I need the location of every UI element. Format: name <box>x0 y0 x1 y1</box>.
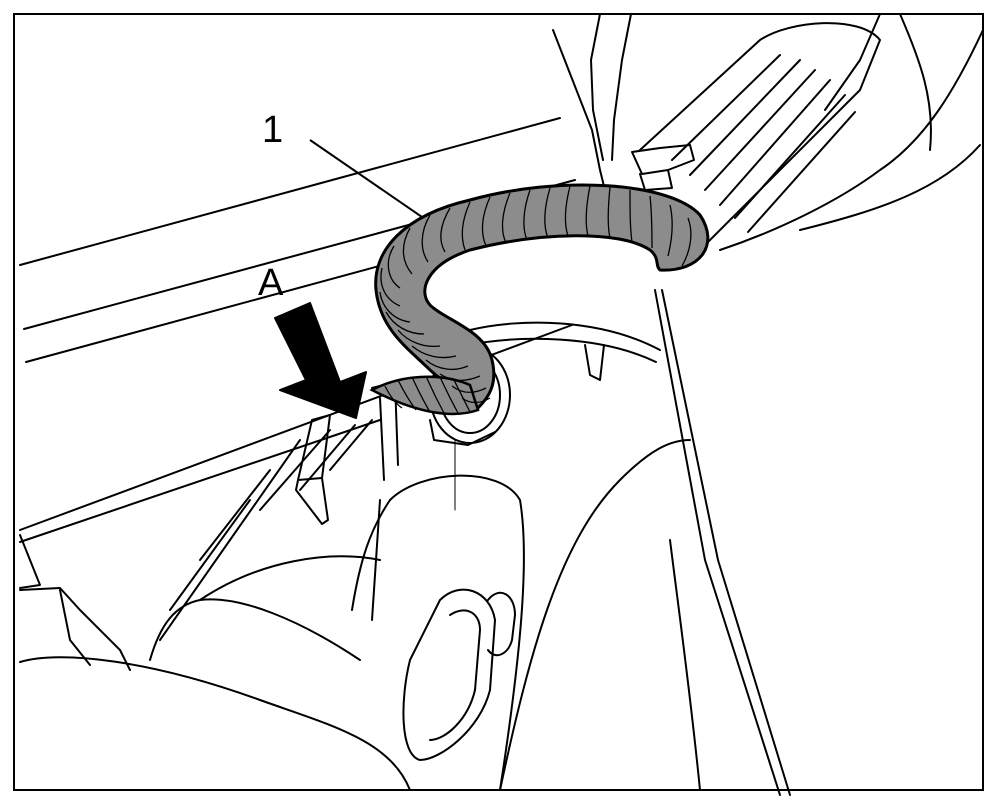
view-a-arrow <box>274 302 367 419</box>
callout-label-1: 1 <box>262 109 283 151</box>
hose-item-1 <box>369 183 710 416</box>
figure-frame <box>13 13 984 791</box>
callout-1-leader <box>309 139 439 229</box>
callout-label-a: A <box>258 262 284 304</box>
vehicle-body-linework <box>19 13 984 796</box>
